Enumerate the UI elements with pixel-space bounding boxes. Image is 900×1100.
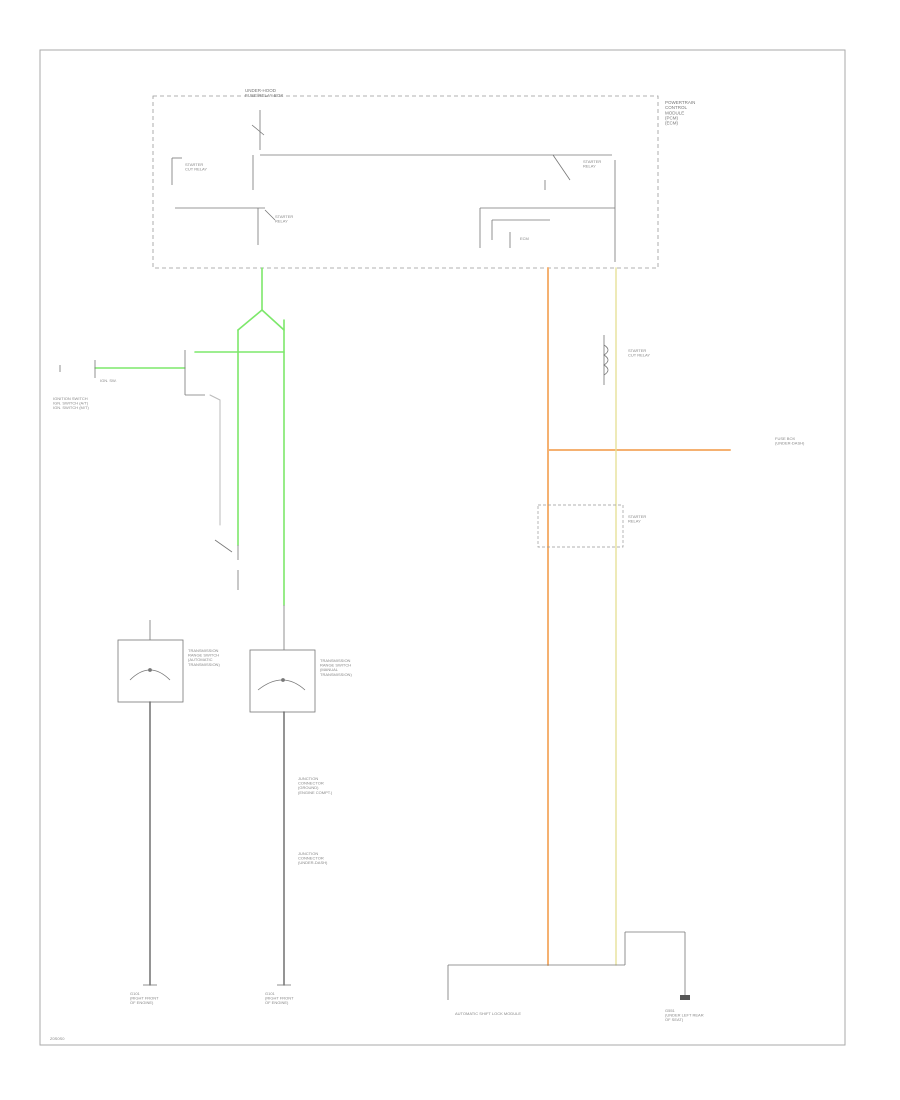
box-internal-switches <box>171 110 616 262</box>
feed-right-label: FUSE BOX(UNDER-DASH) <box>775 436 805 446</box>
fuse-relay-box <box>152 95 659 269</box>
black-wires <box>149 701 285 986</box>
tr-switch-right <box>249 605 316 713</box>
ignition-switch <box>59 350 205 396</box>
shift-lock-module <box>447 931 686 1000</box>
grey-wires <box>209 394 221 526</box>
green-wires <box>194 267 285 606</box>
clutch-switch <box>214 539 239 590</box>
ign-switch-label: IGN. SW. <box>100 378 117 383</box>
tr-switch-left <box>117 620 184 703</box>
footer-code: Z0S0S0 <box>50 1036 65 1041</box>
starter-relay-box <box>537 504 624 548</box>
ground-right <box>680 995 690 1000</box>
starter-cut-relay <box>603 335 609 385</box>
diagram-frame <box>39 49 846 1046</box>
orange-wire <box>547 267 731 966</box>
box-switch-label-4: ECM <box>520 236 529 241</box>
shift-lock-module-label: AUTOMATIC SHIFT LOCK MODULE <box>455 1011 521 1016</box>
